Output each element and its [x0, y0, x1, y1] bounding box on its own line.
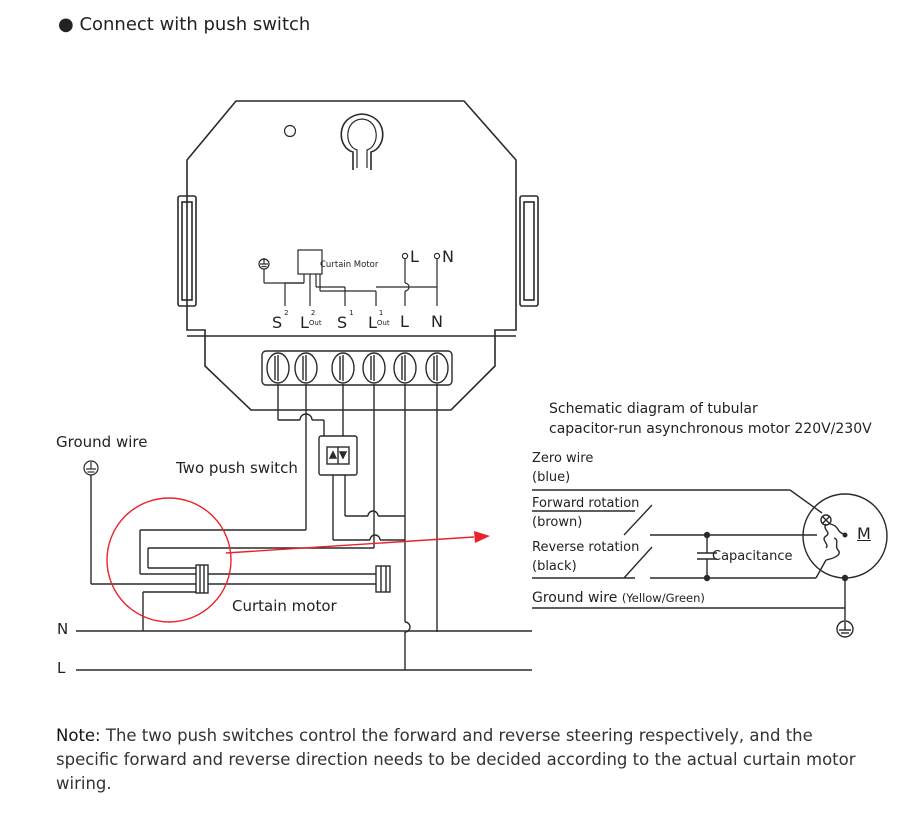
terminal-main: N [431, 312, 443, 331]
schematic-ground-color: (Yellow/Green) [621, 591, 705, 605]
note-body: The two push switches control the forwar… [56, 726, 856, 793]
terminal-sup: 2 [310, 309, 316, 317]
schematic-title-1: Schematic diagram of tubular [549, 401, 758, 417]
push-switch-label: Two push switch [176, 459, 298, 477]
motor-box-label: Curtain Motor [320, 260, 379, 270]
terminal-screw-6 [425, 352, 449, 384]
terminal-main: L [368, 313, 377, 332]
ground-wire-label: Ground wire [56, 433, 148, 451]
terminal-sup: 1 [349, 309, 354, 317]
terminal-main: S [337, 313, 348, 332]
external-wiring [76, 384, 532, 671]
terminal-screw-4 [362, 352, 386, 384]
curtain-motor-icon [195, 564, 391, 594]
highlight-callout [106, 497, 490, 623]
motor-schematic [532, 489, 888, 638]
terminal-sub: Out [376, 319, 390, 327]
mains-n-label: N [57, 620, 69, 638]
terminal-screw-5 [393, 352, 417, 384]
terminal-main: L [300, 313, 309, 332]
note-label: Note: [56, 726, 101, 745]
push-switch-icon [318, 435, 358, 476]
terminal-screw-3 [331, 352, 355, 384]
module-body [177, 100, 539, 411]
mains-l-label: L [57, 659, 66, 677]
module-internal-wiring [258, 249, 441, 306]
capacitance-label: Capacitance [712, 549, 793, 564]
zero-wire-color: (blue) [532, 470, 571, 485]
terminal-screw-1 [266, 352, 290, 384]
note-text: Note: The two push switches control the … [56, 724, 876, 796]
terminal-sub: Out [308, 319, 322, 327]
terminal-index: 1 [347, 309, 359, 328]
terminal-label-6: N [431, 312, 443, 331]
terminal-block [261, 350, 453, 386]
motor-letter: M [857, 524, 871, 543]
zero-wire-label: Zero wire [532, 451, 594, 466]
ground-wire-icon [83, 460, 99, 476]
forward-label: Forward rotation [532, 496, 640, 511]
curtain-motor-label: Curtain motor [232, 597, 337, 615]
terminal-sup: 2 [284, 309, 289, 317]
terminal-index: 2 [282, 309, 294, 328]
page-title: ● Connect with push switch [58, 14, 311, 35]
schematic-ground-label: Ground wire (Yellow/Green) [532, 590, 705, 606]
terminal-main: S [272, 313, 283, 332]
reverse-label: Reverse rotation [532, 540, 640, 555]
terminal-screw-2 [294, 352, 318, 384]
terminal-label-5: L [400, 312, 409, 331]
terminal-sup: 1 [378, 309, 384, 317]
schematic-title-2: capacitor-run asynchronous motor 220V/23… [549, 421, 872, 437]
top-terminal-n: N [442, 247, 454, 266]
terminal-main: L [400, 312, 409, 331]
schematic-ground-text: Ground wire [532, 590, 618, 606]
top-terminal-l: L [410, 247, 419, 266]
forward-color: (brown) [532, 515, 583, 530]
reverse-color: (black) [532, 559, 577, 574]
